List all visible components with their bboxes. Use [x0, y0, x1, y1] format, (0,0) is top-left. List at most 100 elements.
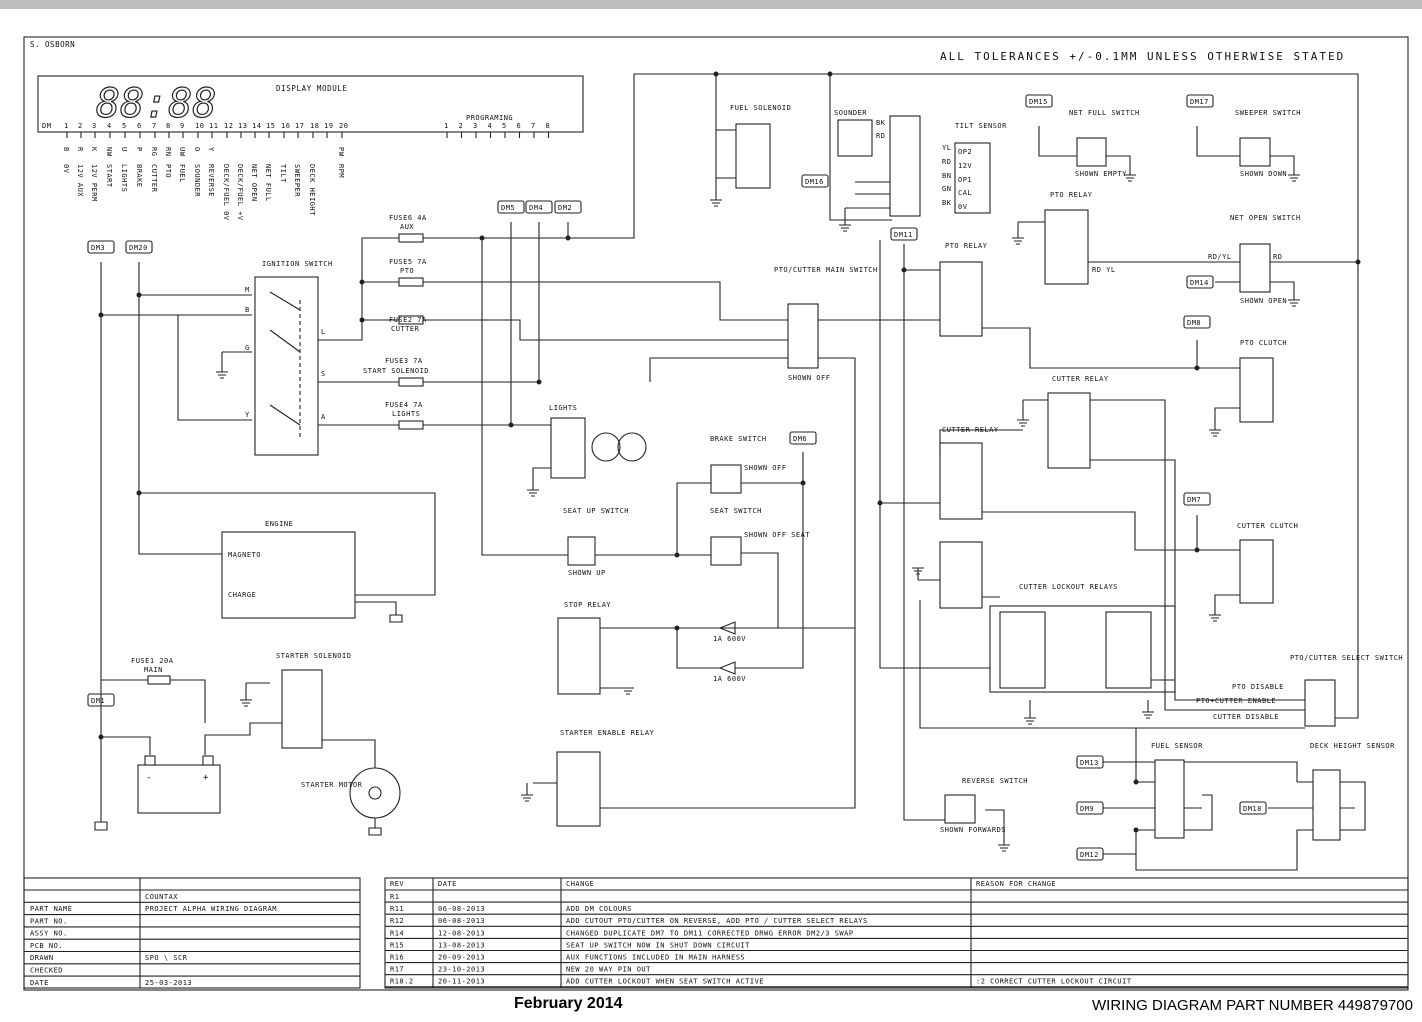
programing-pin-8: 8 — [546, 122, 551, 130]
rev-row-date: 20-11-2013 — [438, 978, 485, 986]
pto-cutter-main-state: SHOWN OFF — [788, 374, 830, 382]
starter-solenoid-box — [281, 669, 323, 749]
dm-label: DM — [42, 122, 51, 130]
seat-up-switch-box — [567, 536, 596, 566]
rev-row-date: 13-08-2013 — [438, 941, 485, 949]
programing-pin-5: 5 — [502, 122, 507, 130]
display-pin-7: 7 — [152, 122, 157, 130]
title-block-value-4: SPO \ SCR — [145, 954, 188, 962]
display-pin-function-7: CUTTER — [150, 164, 158, 193]
sweeper-state: SHOWN DOWN — [1240, 170, 1287, 178]
ign-term-b: B — [245, 306, 250, 314]
rev-row-rev: R11 — [390, 905, 404, 913]
top-bar — [0, 0, 1422, 9]
rev-row-change: ADD CUTOUT PTO/CUTTER ON REVERSE, ADD PT… — [566, 917, 868, 925]
connector-dm20-label: DM20 — [129, 244, 148, 252]
rev-row-rev: R16 — [390, 954, 404, 962]
programing-pin-2: 2 — [459, 122, 464, 130]
cutter-lockout-relays-label: CUTTER LOCKOUT RELAYS — [1019, 583, 1118, 591]
fuse3-fn: START SOLENOID — [363, 367, 429, 375]
rev-row-date: 20-09-2013 — [438, 954, 485, 962]
display-pin-letter-3: K — [90, 147, 98, 152]
connector-dm17: DM17 — [1186, 94, 1214, 108]
ignition-switch — [254, 276, 319, 456]
display-pin-letter-2: R — [76, 147, 84, 152]
tilt-pin-3: CAL — [958, 189, 972, 197]
diode-label-1: 1A 600V — [713, 635, 746, 643]
display-pin-letter-4: NW — [105, 147, 113, 157]
deck-height-sensor-label: DECK HEIGHT SENSOR — [1310, 742, 1395, 750]
display-pin-13: 13 — [238, 122, 247, 130]
display-pin-12: 12 — [224, 122, 233, 130]
connector-dm13-label: DM13 — [1080, 759, 1099, 767]
svg-text:+: + — [203, 773, 209, 783]
rev-row-change: ADD CUTTER LOCKOUT WHEN SEAT SWITCH ACTI… — [566, 978, 764, 986]
display-pin-function-5: LIGHTS — [120, 164, 128, 192]
display-pin-3: 3 — [92, 122, 97, 130]
seat-switch-box — [710, 536, 742, 566]
display-pin-9: 9 — [180, 122, 185, 130]
connector-dm5-label: DM5 — [501, 204, 515, 212]
lights-label: LIGHTS — [549, 404, 577, 412]
pto-relay-top-box — [1044, 209, 1089, 285]
display-pin-5: 5 — [122, 122, 127, 130]
rev-row-date: 12-08-2013 — [438, 929, 485, 937]
fuse2-name: FUSE2 7A — [389, 316, 427, 324]
display-pin-10: 10 — [195, 122, 204, 130]
rev-header-date: DATE — [438, 880, 457, 888]
sweeper-switch-label: SWEEPER SWITCH — [1235, 109, 1301, 117]
display-pin-2: 2 — [78, 122, 83, 130]
pto-relay-box — [939, 261, 983, 337]
display-pin-function-2: 12V AUX — [76, 164, 84, 197]
drawing-frame — [23, 36, 1409, 991]
rev-row-change: AUX FUNCTIONS INCLUDED IN MAIN HARNESS — [566, 954, 745, 962]
pto-clutch-label: PTO CLUTCH — [1240, 339, 1287, 347]
tilt-pin-4: 0V — [958, 203, 968, 211]
display-pin-letter-7: RG — [150, 147, 158, 156]
connector-dm11: DM11 — [890, 227, 918, 241]
tilt-pin-2: OP1 — [958, 176, 972, 184]
connector-dm7-label: DM7 — [1187, 496, 1201, 504]
display-pin-function-1: 0V — [62, 164, 70, 174]
starter-enable-relay-label: STARTER ENABLE RELAY — [560, 729, 655, 737]
programing-pin-1: 1 — [444, 122, 449, 130]
connector-dm20: DM20 — [125, 240, 153, 254]
rev-row-change: ADD DM COLOURS — [566, 905, 632, 913]
rev-header-reason: REASON FOR CHANGE — [976, 880, 1056, 888]
display-pin-15: 15 — [266, 122, 275, 130]
display-pin-8: 8 — [166, 122, 171, 130]
connector-dm13: DM13 — [1076, 755, 1104, 769]
display-pin-letter-1: B — [62, 147, 70, 152]
pto-cutter-select-switch-box — [1304, 679, 1336, 727]
tilt-sensor-label: TILT SENSOR — [955, 122, 1007, 130]
stop-relay-label: STOP RELAY — [564, 601, 611, 609]
author-label: S. OSBORN — [30, 40, 76, 49]
sounder-label: SOUNDER — [834, 109, 867, 117]
programing-label: PROGRAMING — [466, 114, 513, 122]
tilt-wire-4: BN — [942, 172, 951, 180]
display-pin-14: 14 — [252, 122, 261, 130]
display-pin-function-14: NET OPEN — [250, 164, 258, 202]
reverse-switch-box — [944, 794, 976, 824]
connector-dm8: DM8 — [1183, 315, 1211, 329]
display-pin-letter-20: PW — [337, 147, 345, 157]
display-pin-11: 11 — [209, 122, 218, 130]
pto-relay-top-label: PTO RELAY — [1050, 191, 1093, 199]
fuel-sensor-label: FUEL SENSOR — [1151, 742, 1203, 750]
ground-symbols — [94, 174, 1300, 852]
display-pin-16: 16 — [281, 122, 290, 130]
connector-dm12: DM12 — [1076, 847, 1104, 861]
starter-solenoid-label: STARTER SOLENOID — [276, 652, 351, 660]
title-block-value-0: PROJECT ALPHA WIRING DIAGRAM — [145, 905, 277, 913]
title-block-label-0: PART NAME — [30, 905, 72, 913]
display-pin-letter-5: U — [120, 147, 128, 152]
fuse5-name: FUSE5 7A — [389, 258, 427, 266]
lockout-relay-small-box — [939, 541, 983, 609]
tilt-sensor-box — [954, 142, 991, 214]
tilt-wire-2: YL — [942, 144, 951, 152]
connector-dm3-label: DM3 — [91, 244, 105, 252]
seat-state: SHOWN OFF SEAT — [744, 531, 810, 539]
rev-row-change: SEAT UP SWITCH NOW IN SHUT DOWN CIRCUIT — [566, 941, 750, 949]
